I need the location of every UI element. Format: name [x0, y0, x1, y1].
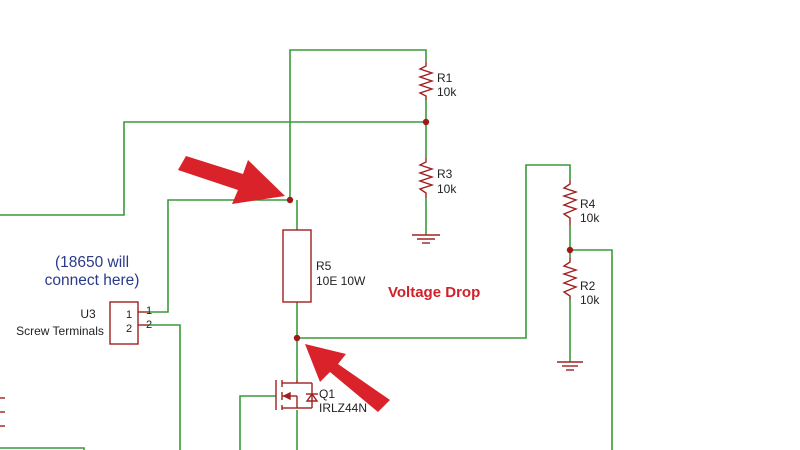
mosfet-q1-symbol	[275, 380, 319, 410]
ground-icon-r3	[412, 234, 440, 244]
junction-dot-r4-r2	[566, 246, 574, 254]
u3-value-label: Screw Terminals	[16, 324, 104, 338]
resistor-r3-symbol	[417, 158, 435, 198]
wire-divider2-out	[570, 249, 613, 450]
wires	[0, 49, 613, 450]
junction-dot-drain	[293, 334, 301, 342]
r2-value-label: 10k	[580, 293, 600, 307]
wire-divider-mid	[0, 121, 426, 216]
wire-bottom-left	[0, 447, 85, 450]
junction-dot-r1-r3	[422, 118, 430, 126]
u3-ref-label: U3	[80, 307, 96, 321]
u3-pin1-outer-label: 1	[146, 305, 152, 317]
u3-pin2-outer-label: 2	[146, 319, 152, 331]
r1-value-label: 10k	[437, 85, 457, 99]
ground-icon-r2	[557, 361, 583, 371]
resistor-r5-symbol	[282, 229, 312, 303]
left-edge-ticks	[0, 397, 5, 427]
battery-note-line1: (18650 will	[55, 254, 129, 271]
resistor-r2-symbol	[561, 258, 579, 300]
battery-note-line2: connect here)	[45, 272, 140, 289]
q1-ref-label: Q1	[319, 387, 335, 401]
r4-ref-label: R4	[580, 197, 596, 211]
wire-gate	[239, 395, 276, 450]
wire-drain-node	[297, 164, 571, 339]
voltage-drop-label: Voltage Drop	[388, 284, 480, 301]
junction-dot-r5-top	[286, 196, 294, 204]
r3-value-label: 10k	[437, 182, 457, 196]
r1-ref-label: R1	[437, 71, 453, 85]
arrow-icon-upper	[178, 156, 285, 204]
screw-terminal-u3-symbol	[109, 301, 139, 345]
q1-value-label: IRLZ44N	[319, 401, 367, 415]
u3-pin1-inner-label: 1	[126, 309, 132, 321]
u3-pin2-inner-label: 2	[126, 323, 132, 335]
r2-ref-label: R2	[580, 279, 596, 293]
arrow-icon-lower	[305, 344, 390, 412]
resistor-r1-symbol	[417, 62, 435, 100]
r3-ref-label: R3	[437, 167, 453, 181]
wire-u3-pin1	[148, 199, 290, 313]
r4-value-label: 10k	[580, 211, 600, 225]
resistor-r4-symbol	[561, 180, 579, 225]
r5-value-label: 10E 10W	[316, 274, 366, 288]
r5-ref-label: R5	[316, 259, 332, 273]
wire-u3-pin2	[148, 324, 181, 450]
wire-top-loop	[289, 49, 427, 200]
